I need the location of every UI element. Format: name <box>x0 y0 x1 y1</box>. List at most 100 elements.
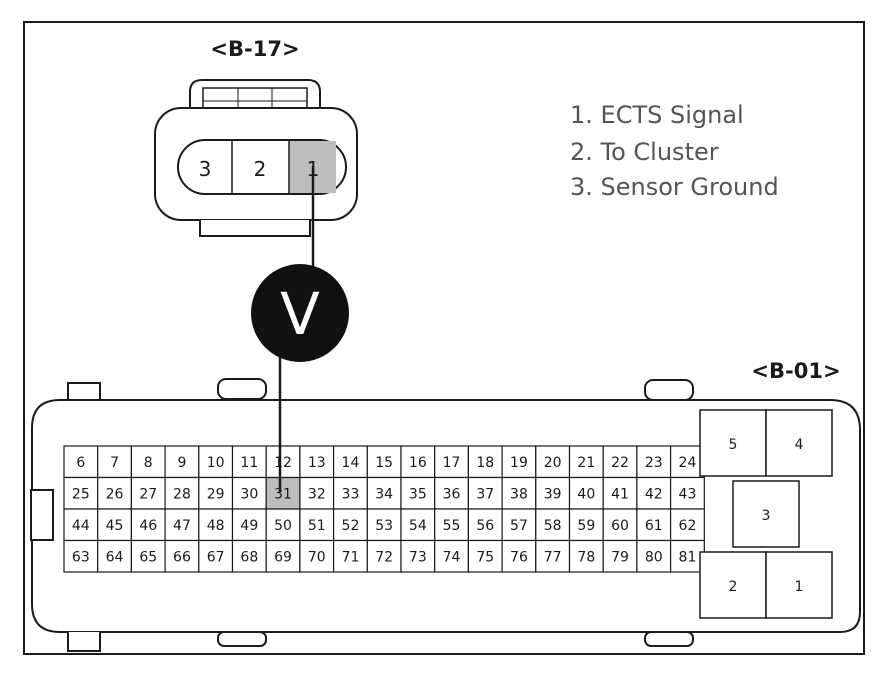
pin-cell <box>400 476 436 510</box>
pin-cell <box>501 476 537 510</box>
connector-b01-tab <box>67 382 101 400</box>
pin-label: 21 <box>577 455 595 471</box>
pin-label: 44 <box>72 518 90 534</box>
pin-cell <box>636 445 672 479</box>
pin-label: 38 <box>510 486 528 502</box>
pin-label: 18 <box>476 455 494 471</box>
large-pin-cell <box>732 480 800 548</box>
pin-label: 9 <box>177 455 186 471</box>
pin-cell <box>501 508 537 542</box>
pin-cell <box>568 539 604 573</box>
pin-label: 40 <box>577 486 595 502</box>
pin-label: 25 <box>72 486 90 502</box>
connector-b17-lip <box>199 220 311 237</box>
pin-label: 64 <box>106 549 124 565</box>
pin-cell <box>164 539 200 573</box>
pin-label: 6 <box>76 455 85 471</box>
pin-label: 34 <box>375 486 393 502</box>
pin-label: 32 <box>308 486 326 502</box>
pin-label: 10 <box>207 455 225 471</box>
legend-item: 2. To Cluster <box>570 138 719 166</box>
pin-cell <box>636 539 672 573</box>
pin-cell <box>568 445 604 479</box>
pin-cell <box>434 539 470 573</box>
pin-label: 66 <box>173 549 191 565</box>
pin-label: 29 <box>207 486 225 502</box>
large-pin-label: 3 <box>762 508 771 524</box>
pin-label: 35 <box>409 486 427 502</box>
pin-label: 20 <box>544 455 562 471</box>
large-pin-label: 1 <box>795 579 804 595</box>
pin-label: 11 <box>240 455 258 471</box>
pin-label: 68 <box>240 549 258 565</box>
pin-label: 78 <box>577 549 595 565</box>
pin-cell <box>366 508 402 542</box>
pin-cell <box>333 476 368 510</box>
large-pin-cell <box>765 409 833 477</box>
pin-label: 54 <box>409 518 427 534</box>
pin-label: 63 <box>72 549 90 565</box>
pin-label: 28 <box>173 486 191 502</box>
pin-cell <box>434 476 470 510</box>
pin-label: 8 <box>144 455 153 471</box>
connector-b01-tab <box>67 632 101 652</box>
diagram-frame <box>23 21 865 655</box>
pin-label: 17 <box>443 455 461 471</box>
voltmeter-icon <box>251 264 349 362</box>
pin-cell <box>333 445 368 479</box>
pin-label: 81 <box>679 549 697 565</box>
large-pin-cell <box>699 409 767 477</box>
pin-cell <box>231 476 267 510</box>
pin-cell <box>535 445 571 479</box>
connector-b01-large-pins: 5 4 3 2 1 <box>699 409 833 619</box>
pin-cell <box>130 476 166 510</box>
pin-label: 71 <box>342 549 360 565</box>
pin-label: 80 <box>645 549 663 565</box>
connector-b17: <B-17> 3 2 1 <box>154 37 358 237</box>
pin-label: 58 <box>544 518 562 534</box>
pin-label: 52 <box>342 518 360 534</box>
pin-label: 13 <box>308 455 326 471</box>
pin-label: 74 <box>443 549 461 565</box>
pin-cell <box>434 445 470 479</box>
connector-b17-pin: 3 <box>199 157 212 181</box>
large-pin-label: 5 <box>729 437 738 453</box>
pin-label: 75 <box>476 549 494 565</box>
connector-b01-tab <box>217 631 267 647</box>
pin-label: 69 <box>274 549 292 565</box>
pin-label: 37 <box>476 486 494 502</box>
pin-label: 46 <box>139 518 157 534</box>
pin-label: 30 <box>240 486 258 502</box>
pin-label: 14 <box>342 455 360 471</box>
pin-cell <box>669 508 705 542</box>
pin-cell <box>130 539 166 573</box>
pin-cell <box>198 508 234 542</box>
pin-label: 73 <box>409 549 427 565</box>
large-pin-label: 2 <box>729 579 738 595</box>
voltmeter-symbol: V <box>280 280 320 348</box>
pin-cell <box>366 445 402 479</box>
pin-label: 72 <box>375 549 393 565</box>
large-pin-cell <box>765 551 833 619</box>
pin-label: 79 <box>611 549 629 565</box>
pin-cell <box>636 508 672 542</box>
pin-cell <box>467 539 503 573</box>
pin-label: 42 <box>645 486 663 502</box>
pin-label: 26 <box>106 486 124 502</box>
connector-b01-tab <box>217 378 267 400</box>
connector-b17-label: <B-17> <box>210 37 299 61</box>
pin-label: 51 <box>308 518 326 534</box>
pin-label: 12 <box>274 455 292 471</box>
connector-b17-pin: 2 <box>254 157 267 181</box>
pin-label: 31 <box>274 486 292 502</box>
pin-cell <box>63 445 99 479</box>
pin-label: 53 <box>375 518 393 534</box>
pin-label: 7 <box>110 455 119 471</box>
pin-label: 50 <box>274 518 292 534</box>
pin-cell <box>434 508 470 542</box>
pin-label: 19 <box>510 455 528 471</box>
pin-label: 47 <box>173 518 191 534</box>
pin-cell <box>97 445 132 479</box>
